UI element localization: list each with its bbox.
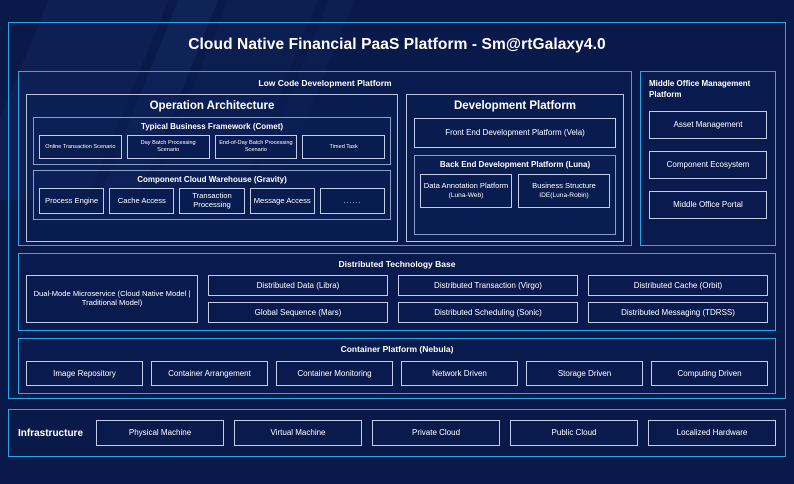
container-platform-items: Image Repository Container Arrangement C…	[26, 361, 768, 386]
dtb-column-2: Distributed Transaction (Virgo) Distribu…	[398, 275, 578, 323]
container-item-storage-driven[interactable]: Storage Driven	[526, 361, 643, 386]
component-cloud-warehouse-panel: Component Cloud Warehouse (Gravity) Proc…	[33, 170, 391, 220]
middle-office-item-asset-management[interactable]: Asset Management	[649, 110, 767, 139]
comet-item-end-of-day-batch[interactable]: End-of-Day Batch Processing Scenario	[214, 135, 298, 159]
infrastructure-item-physical-machine[interactable]: Physical Machine	[96, 420, 225, 446]
page-title: Cloud Native Financial PaaS Platform - S…	[188, 36, 606, 53]
middle-office-platform-title: Middle Office Management Platform	[649, 79, 751, 99]
typical-business-framework-items: Online Transaction Scenario Day Batch Pr…	[39, 135, 385, 159]
dtb-item-dual-mode-microservice[interactable]: Dual-Mode Microservice (Cloud Native Mod…	[26, 275, 198, 323]
development-platform-title: Development Platform	[453, 100, 577, 112]
container-item-container-monitoring[interactable]: Container Monitoring	[276, 361, 393, 386]
back-end-items: Data Annotation Platform (Luna-Web) Busi…	[420, 174, 610, 208]
comet-item-day-batch[interactable]: Day Batch Processing Scenario	[126, 135, 210, 159]
container-item-container-arrangement[interactable]: Container Arrangement	[151, 361, 268, 386]
infrastructure-items: Physical Machine Virtual Machine Private…	[96, 420, 777, 446]
back-end-development-platform-title: Back End Development Platform (Luna)	[439, 160, 591, 169]
operation-architecture-panel: Operation Architecture Typical Business …	[26, 94, 398, 242]
gravity-item-message-access[interactable]: Message Access	[249, 188, 315, 214]
platform-main-frame: Cloud Native Financial PaaS Platform - S…	[8, 22, 786, 399]
gravity-item-cache-access[interactable]: Cache Access	[109, 188, 175, 214]
gravity-item-more[interactable]: ......	[319, 188, 386, 214]
data-annotation-platform-sublabel: (Luna-Web)	[448, 192, 484, 200]
infrastructure-panel: Infrastructure Physical Machine Virtual …	[8, 409, 786, 457]
container-platform-title: Container Platform (Nebula)	[340, 344, 454, 354]
component-cloud-warehouse-items: Process Engine Cache Access Transaction …	[39, 188, 386, 214]
front-end-development-platform-box[interactable]: Front End Development Platform (Vela)	[414, 118, 616, 148]
comet-item-timed-task[interactable]: Timed Task	[302, 135, 385, 159]
top-row: Low Code Development Platform Operation …	[18, 71, 776, 246]
dtb-column-3: Distributed Cache (Orbit) Distributed Me…	[588, 275, 768, 323]
dtb-item-distributed-data[interactable]: Distributed Data (Libra)	[208, 275, 388, 296]
typical-business-framework-panel: Typical Business Framework (Comet) Onlin…	[33, 117, 391, 165]
comet-item-online-transaction[interactable]: Online Transaction Scenario	[39, 135, 122, 159]
infrastructure-item-private-cloud[interactable]: Private Cloud	[372, 420, 501, 446]
dtb-item-distributed-scheduling[interactable]: Distributed Scheduling (Sonic)	[398, 302, 578, 323]
dtb-item-distributed-cache[interactable]: Distributed Cache (Orbit)	[588, 275, 768, 296]
container-item-computing-driven[interactable]: Computing Driven	[651, 361, 768, 386]
infrastructure-item-localized-hardware[interactable]: Localized Hardware	[648, 420, 777, 446]
gravity-item-transaction-processing[interactable]: Transaction Processing	[179, 188, 245, 214]
middle-office-management-platform-panel: Middle Office Management Platform Asset …	[640, 71, 776, 246]
infrastructure-item-virtual-machine[interactable]: Virtual Machine	[234, 420, 363, 446]
back-end-development-platform-panel: Back End Development Platform (Luna) Dat…	[414, 155, 616, 235]
low-code-platform-title: Low Code Development Platform	[258, 78, 392, 88]
dtb-item-global-sequence[interactable]: Global Sequence (Mars)	[208, 302, 388, 323]
dtb-item-distributed-transaction[interactable]: Distributed Transaction (Virgo)	[398, 275, 578, 296]
gravity-item-process-engine[interactable]: Process Engine	[39, 188, 105, 214]
infrastructure-item-public-cloud[interactable]: Public Cloud	[510, 420, 639, 446]
data-annotation-platform-label: Data Annotation Platform	[423, 181, 509, 191]
typical-business-framework-title: Typical Business Framework (Comet)	[140, 122, 284, 131]
development-platform-panel: Development Platform Front End Developme…	[406, 94, 624, 242]
middle-office-item-middle-office-portal[interactable]: Middle Office Portal	[649, 190, 767, 219]
dtb-item-distributed-messaging[interactable]: Distributed Messaging (TDRSS)	[588, 302, 768, 323]
business-structure-ide-sublabel: IDE(Luna-Robin)	[539, 192, 589, 200]
business-structure-label: Business Structure	[532, 181, 596, 191]
container-item-image-repository[interactable]: Image Repository	[26, 361, 143, 386]
distributed-technology-base-title: Distributed Technology Base	[338, 259, 456, 269]
middle-office-item-component-ecosystem[interactable]: Component Ecosystem	[649, 150, 767, 179]
container-item-network-driven[interactable]: Network Driven	[401, 361, 518, 386]
component-cloud-warehouse-title: Component Cloud Warehouse (Gravity)	[137, 175, 287, 184]
infrastructure-label: Infrastructure	[18, 427, 84, 439]
container-platform-panel: Container Platform (Nebula) Image Reposi…	[18, 338, 776, 394]
operation-architecture-title: Operation Architecture	[149, 100, 275, 112]
low-code-development-platform-panel: Low Code Development Platform Operation …	[18, 71, 632, 246]
dtb-column-1: Distributed Data (Libra) Global Sequence…	[208, 275, 388, 323]
back-end-item-data-annotation-platform[interactable]: Data Annotation Platform (Luna-Web)	[420, 174, 512, 208]
back-end-item-business-structure-ide[interactable]: Business Structure IDE(Luna-Robin)	[518, 174, 610, 208]
distributed-technology-base-panel: Distributed Technology Base Dual-Mode Mi…	[18, 253, 776, 331]
